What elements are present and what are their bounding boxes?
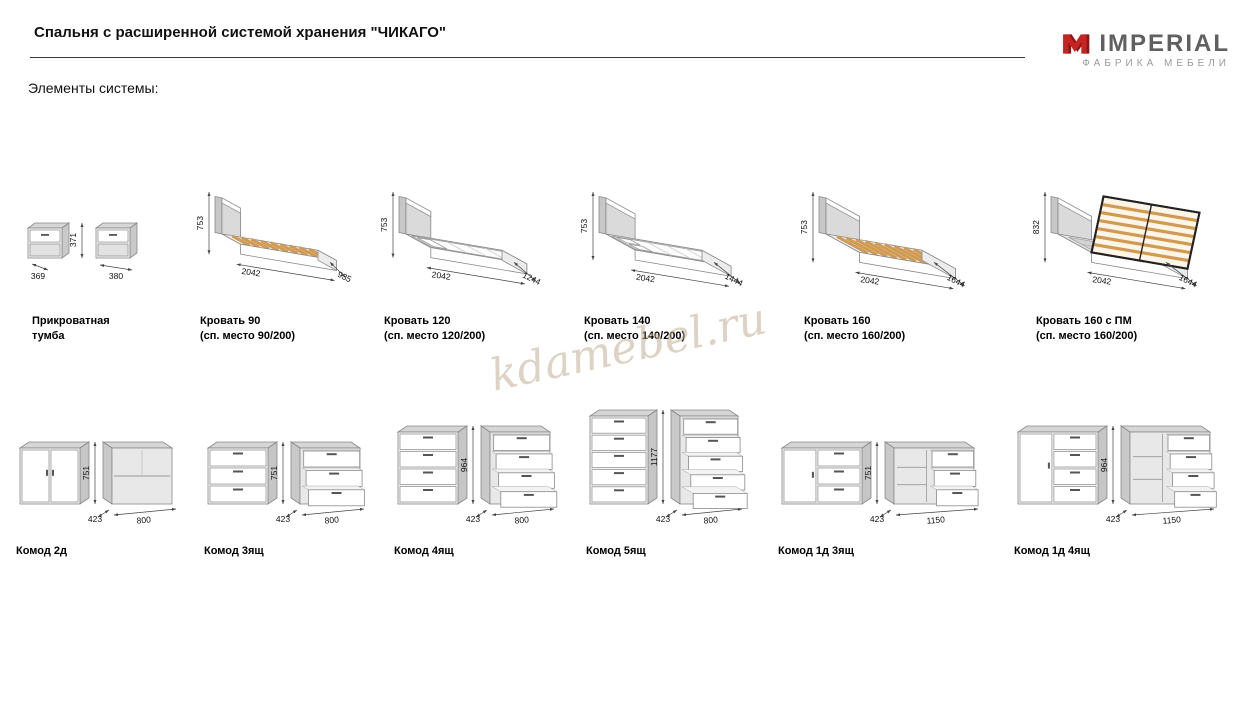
bed-160-drawing: 753 2042 1644 bbox=[780, 170, 980, 300]
dimension-label: 800 bbox=[136, 514, 151, 525]
catalog-item-bed-160: 753 2042 1644 Кровать 160 (сп. место 160/2… bbox=[780, 170, 980, 344]
dimension-label: 1244 bbox=[521, 270, 543, 287]
dimension-label: 800 bbox=[514, 514, 529, 525]
bed-120-drawing: 753 2042 1244 bbox=[360, 170, 560, 300]
item-subtitle: (сп. место 160/200) bbox=[1036, 329, 1138, 342]
catalog-item-komod-1d-3yashch: 751 423 1150 Комод 1д 3ящ bbox=[778, 408, 993, 559]
dimension-label: 832 bbox=[1031, 220, 1041, 234]
catalog-item-komod-5yashch: 1177 423 800 Комод 5ящ bbox=[586, 408, 771, 559]
imperial-logo: IMPERIAL ФАБРИКА МЕБЕЛИ bbox=[1045, 14, 1230, 69]
catalog-item-bed-120: 753 2042 1244 Кровать 120 (сп. место 120/2… bbox=[360, 170, 560, 344]
dimension-label: 753 bbox=[799, 220, 809, 234]
item-name: Кровать 90 bbox=[200, 315, 261, 327]
catalog-item-bed-90: 753 2042 935 Кровать 90 (сп. место 90/200) bbox=[176, 170, 376, 344]
komod-3yashch-drawing: 751 423 800 bbox=[204, 408, 389, 530]
dimension-label: 423 bbox=[656, 514, 670, 524]
dimension-label: 371 bbox=[68, 233, 78, 247]
item-subtitle: (сп. место 160/200) bbox=[804, 329, 906, 342]
dimension-label: 751 bbox=[863, 466, 873, 480]
dimension-label: 964 bbox=[1099, 458, 1109, 472]
dimension-label: 2042 bbox=[635, 272, 655, 285]
dimension-label: 2042 bbox=[1092, 274, 1112, 287]
dimension-label: 2042 bbox=[431, 269, 451, 282]
catalog-item-komod-1d-4yashch: 964 423 1150 Комод 1д 4ящ bbox=[1014, 408, 1229, 559]
dimension-label: 751 bbox=[269, 466, 279, 480]
dimension-label: 1150 bbox=[926, 514, 945, 526]
dimension-label: 1177 bbox=[649, 448, 659, 467]
item-subtitle: (сп. место 120/200) bbox=[384, 329, 486, 342]
brand-name: IMPERIAL bbox=[1099, 30, 1230, 57]
item-name: Комод 4ящ bbox=[394, 545, 454, 557]
catalog-item-komod-2d: 751 423 800 Комод 2д bbox=[16, 408, 201, 559]
dimension-label: 423 bbox=[1106, 514, 1120, 524]
item-name: Комод 1д 3ящ bbox=[778, 545, 854, 557]
brand-m-icon bbox=[1062, 33, 1092, 55]
komod-5yashch-drawing: 1177 423 800 bbox=[586, 408, 771, 530]
bed-90-drawing: 753 2042 935 bbox=[176, 170, 376, 300]
komod-1d-3yashch-drawing: 751 423 1150 bbox=[778, 408, 993, 530]
dimension-label: 1644 bbox=[1177, 272, 1199, 289]
dimension-label: 2042 bbox=[241, 266, 261, 279]
catalog-item-tumba: 371 369 380 Прикроватная тумба bbox=[20, 170, 170, 344]
dimension-label: 2042 bbox=[860, 274, 880, 287]
dimension-label: 1644 bbox=[945, 272, 967, 289]
dimension-label: 800 bbox=[324, 514, 339, 525]
catalog-item-komod-4yashch: 964 423 800 Комод 4ящ bbox=[394, 408, 579, 559]
item-subtitle: (сп. место 140/200) bbox=[584, 329, 686, 342]
item-name: Кровать 160 с ПМ bbox=[1036, 315, 1132, 327]
komod-4yashch-drawing: 964 423 800 bbox=[394, 408, 579, 530]
bed-160-pm-drawing: 832 2042 1644 bbox=[1012, 170, 1222, 300]
item-subtitle: (сп. место 90/200) bbox=[200, 329, 296, 342]
item-name: Комод 3ящ bbox=[204, 545, 264, 557]
brand-subtitle: ФАБРИКА МЕБЕЛИ bbox=[1082, 58, 1230, 69]
dimension-label: 753 bbox=[379, 217, 389, 231]
item-name: Кровать 120 bbox=[384, 315, 451, 327]
dimension-label: 423 bbox=[466, 514, 480, 524]
dimension-label: 423 bbox=[88, 514, 102, 524]
tumba-drawing: 371 369 380 bbox=[20, 170, 170, 300]
dimension-label: 753 bbox=[195, 216, 205, 230]
dimension-label: 369 bbox=[31, 271, 45, 281]
dimension-label: 380 bbox=[109, 271, 123, 281]
item-name: Прикроватная тумба bbox=[32, 315, 110, 342]
item-name: Комод 5ящ bbox=[586, 545, 646, 557]
item-name: Кровать 160 bbox=[804, 315, 871, 327]
dimension-label: 1150 bbox=[1162, 514, 1181, 526]
dimension-label: 964 bbox=[459, 458, 469, 472]
dimension-label: 753 bbox=[579, 219, 589, 233]
dimension-label: 751 bbox=[81, 466, 91, 480]
item-name: Кровать 140 bbox=[584, 315, 651, 327]
dimension-label: 423 bbox=[276, 514, 290, 524]
dimension-label: 800 bbox=[703, 514, 718, 525]
komod-1d-4yashch-drawing: 964 423 1150 bbox=[1014, 408, 1229, 530]
komod-2d-drawing: 751 423 800 bbox=[16, 408, 201, 530]
catalog-item-komod-3yashch: 751 423 800 Комод 3ящ bbox=[204, 408, 389, 559]
item-name: Комод 2д bbox=[16, 545, 67, 557]
dimension-label: 935 bbox=[336, 269, 353, 284]
page-title: Спальня с расширенной системой хранения … bbox=[34, 24, 447, 41]
page-header: Спальня с расширенной системой хранения … bbox=[30, 14, 1230, 69]
item-name: Комод 1д 4ящ bbox=[1014, 545, 1090, 557]
dimension-label: 423 bbox=[870, 514, 884, 524]
section-title: Элементы системы: bbox=[28, 80, 159, 96]
catalog-item-bed-160-pm: 832 2042 1644 Кровать 160 с ПМ (сп. место … bbox=[1012, 170, 1222, 344]
header-title-block: Спальня с расширенной системой хранения … bbox=[30, 14, 1025, 58]
